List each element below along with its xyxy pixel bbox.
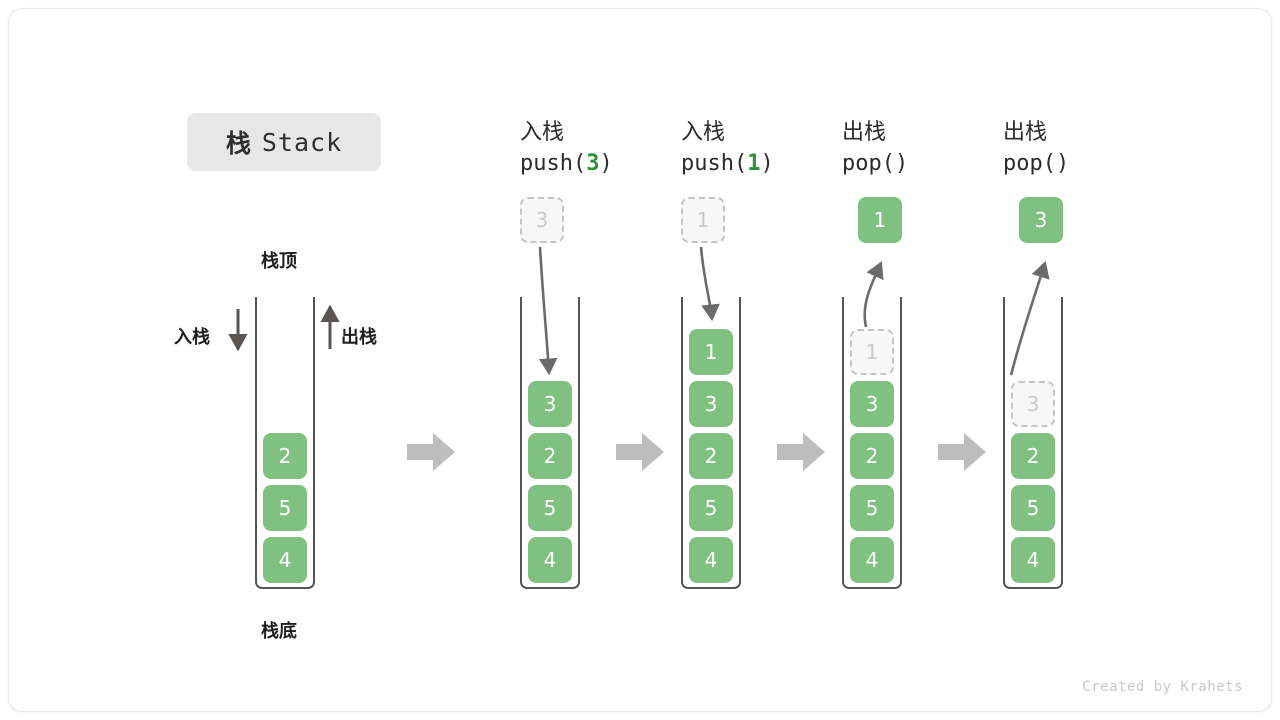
op-header-pop-1: 出栈 pop() [842, 117, 908, 179]
op-label-cn: 入栈 [681, 120, 726, 145]
stack-cell: 4 [1011, 537, 1055, 583]
popped-cell: 3 [1019, 197, 1063, 243]
flow-arrow [616, 433, 664, 471]
flow-arrow [777, 433, 825, 471]
stack-column-pop-3: 3 2 5 4 [1003, 297, 1063, 589]
stack-cell: 2 [850, 433, 894, 479]
op-label-fn: pop() [842, 151, 909, 177]
stack-walls [681, 297, 741, 589]
stack-cell: 2 [689, 433, 733, 479]
op-label-cn: 出栈 [1003, 120, 1048, 145]
label-stack-bottom: 栈底 [261, 621, 297, 642]
stack-cell: 5 [528, 485, 572, 531]
flow-arrow [938, 433, 986, 471]
stack-wall-right [1061, 297, 1063, 583]
stack-cell: 1 [689, 329, 733, 375]
stack-cell: 3 [850, 381, 894, 427]
op-label-cn: 入栈 [520, 120, 565, 145]
stack-column-push-1: 1 3 2 5 4 [681, 297, 741, 589]
stack-wall-bottom [1003, 575, 1063, 589]
title-badge: 栈 Stack [187, 113, 381, 171]
stack-walls [842, 297, 902, 589]
op-header-push-1: 入栈 push(1) [681, 117, 774, 179]
ghost-cell-incoming: 1 [681, 197, 725, 243]
stack-wall-left [520, 297, 522, 583]
stack-wall-left [255, 297, 257, 583]
stack-cell: 3 [689, 381, 733, 427]
diagram-card: 栈 Stack 栈顶 入栈 出栈 2 5 4 栈底 入栈 push(3) 3 [8, 8, 1272, 712]
stack-column-initial: 2 5 4 [255, 297, 315, 589]
op-header-pop-3: 出栈 pop() [1003, 117, 1069, 179]
stack-wall-right [313, 297, 315, 583]
stack-walls [1003, 297, 1063, 589]
stack-column-pop-1: 1 3 2 5 4 [842, 297, 902, 589]
stack-cell: 4 [850, 537, 894, 583]
op-label-fn: push(1) [681, 151, 774, 177]
stack-wall-right [739, 297, 741, 583]
op-arg: 1 [747, 151, 761, 177]
title-en: Stack [261, 127, 343, 157]
stack-walls [520, 297, 580, 589]
ghost-cell-removed: 3 [1011, 381, 1055, 427]
stack-wall-left [1003, 297, 1005, 583]
title-cn: 栈 [225, 129, 252, 158]
stack-cell: 2 [1011, 433, 1055, 479]
stack-column-push-3: 3 2 5 4 [520, 297, 580, 589]
popped-cell: 1 [858, 197, 902, 243]
stack-walls [255, 297, 315, 589]
label-stack-top: 栈顶 [261, 251, 297, 272]
stack-wall-left [681, 297, 683, 583]
stack-cell: 5 [850, 485, 894, 531]
op-label-cn: 出栈 [842, 120, 887, 145]
ghost-cell-removed: 1 [850, 329, 894, 375]
stack-cell: 5 [689, 485, 733, 531]
ghost-cell-incoming: 3 [520, 197, 564, 243]
stack-cell: 2 [263, 433, 307, 479]
stack-cell: 4 [689, 537, 733, 583]
stack-cell: 5 [1011, 485, 1055, 531]
stack-wall-bottom [520, 575, 580, 589]
diagram-stage: 栈 Stack 栈顶 入栈 出栈 2 5 4 栈底 入栈 push(3) 3 [9, 9, 1273, 713]
op-arg: 3 [586, 151, 600, 177]
op-label-fn: push(3) [520, 151, 613, 177]
stack-cell: 4 [528, 537, 572, 583]
stack-cell: 4 [263, 537, 307, 583]
stack-wall-bottom [255, 575, 315, 589]
stack-cell: 5 [263, 485, 307, 531]
stack-wall-right [578, 297, 580, 583]
stack-wall-left [842, 297, 844, 583]
label-pop-side: 出栈 [341, 327, 377, 348]
label-push-side: 入栈 [174, 327, 210, 348]
credit-footer: Created by Krahets [1082, 679, 1243, 695]
stack-cell: 3 [528, 381, 572, 427]
stack-wall-bottom [681, 575, 741, 589]
flow-arrow [407, 433, 455, 471]
stack-wall-right [900, 297, 902, 583]
op-label-fn: pop() [1003, 151, 1070, 177]
op-header-push-3: 入栈 push(3) [520, 117, 613, 179]
stack-wall-bottom [842, 575, 902, 589]
stack-cell: 2 [528, 433, 572, 479]
